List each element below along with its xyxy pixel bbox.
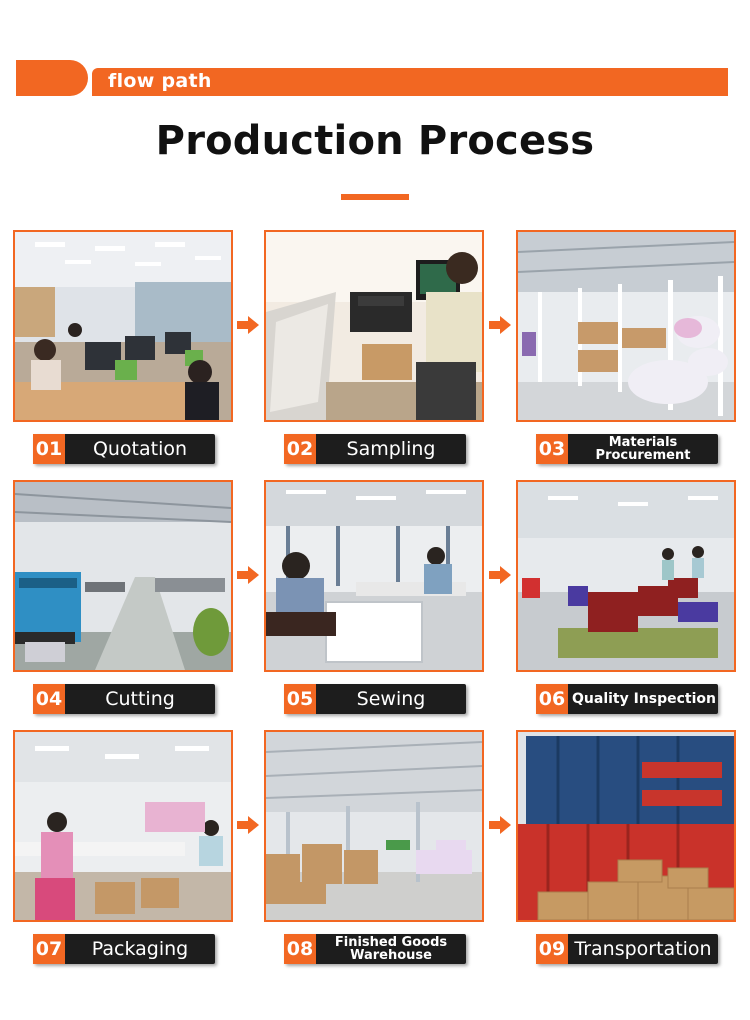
step-photo bbox=[264, 230, 484, 422]
arrow-right-icon bbox=[237, 316, 259, 334]
arrow-right-icon bbox=[237, 566, 259, 584]
step-number: 07 bbox=[33, 934, 65, 964]
packaging-line-photo bbox=[15, 732, 231, 920]
banner-strip: flow path bbox=[92, 68, 728, 96]
step-label: 09 Transportation bbox=[536, 934, 718, 964]
arrow-right-icon bbox=[237, 816, 259, 834]
step-photo bbox=[13, 230, 233, 422]
step-label: 04 Cutting bbox=[33, 684, 215, 714]
step-number: 01 bbox=[33, 434, 65, 464]
banner-label: flow path bbox=[108, 70, 212, 92]
step-number: 02 bbox=[284, 434, 316, 464]
step-label: 01 Quotation bbox=[33, 434, 215, 464]
goods-warehouse-photo bbox=[266, 732, 482, 920]
step-title: Quality Inspection bbox=[572, 691, 717, 707]
sewing-line-photo bbox=[266, 482, 482, 670]
office-photo bbox=[15, 232, 231, 420]
plotter-photo bbox=[266, 232, 482, 420]
step-label: 07 Packaging bbox=[33, 934, 215, 964]
warehouse-shelves-photo bbox=[518, 232, 734, 420]
step-photo bbox=[516, 730, 736, 922]
step-label: 08 Finished Goods Warehouse bbox=[284, 934, 466, 964]
step-label: 03 Materials Procurement bbox=[536, 434, 718, 464]
step-title: Sewing bbox=[356, 688, 426, 710]
step-title: Transportation bbox=[574, 938, 712, 960]
step-number: 04 bbox=[33, 684, 65, 714]
step-photo bbox=[13, 480, 233, 672]
step-photo bbox=[13, 730, 233, 922]
step-title: Sampling bbox=[346, 438, 436, 460]
arrow-right-icon bbox=[489, 816, 511, 834]
step-number: 08 bbox=[284, 934, 316, 964]
step-title: Materials Procurement bbox=[595, 435, 691, 463]
step-title: Cutting bbox=[105, 688, 175, 710]
section-banner: flow path bbox=[0, 60, 750, 100]
step-label: 06 Quality Inspection bbox=[536, 684, 718, 714]
cutting-machine-photo bbox=[15, 482, 231, 670]
title-underline bbox=[341, 194, 409, 200]
step-number: 06 bbox=[536, 684, 568, 714]
step-label: 05 Sewing bbox=[284, 684, 466, 714]
shipping-containers-photo bbox=[518, 732, 734, 920]
step-photo bbox=[264, 730, 484, 922]
step-title: Quotation bbox=[92, 438, 188, 460]
step-title: Packaging bbox=[91, 938, 189, 960]
inspection-floor-photo bbox=[518, 482, 734, 670]
step-label: 02 Sampling bbox=[284, 434, 466, 464]
page-title: Production Process bbox=[155, 118, 595, 164]
banner-tab bbox=[16, 60, 88, 96]
step-number: 03 bbox=[536, 434, 568, 464]
step-photo bbox=[264, 480, 484, 672]
step-number: 05 bbox=[284, 684, 316, 714]
arrow-right-icon bbox=[489, 566, 511, 584]
arrow-right-icon bbox=[489, 316, 511, 334]
step-photo bbox=[516, 480, 736, 672]
step-title: Finished Goods Warehouse bbox=[334, 935, 448, 963]
step-photo bbox=[516, 230, 736, 422]
step-number: 09 bbox=[536, 934, 568, 964]
